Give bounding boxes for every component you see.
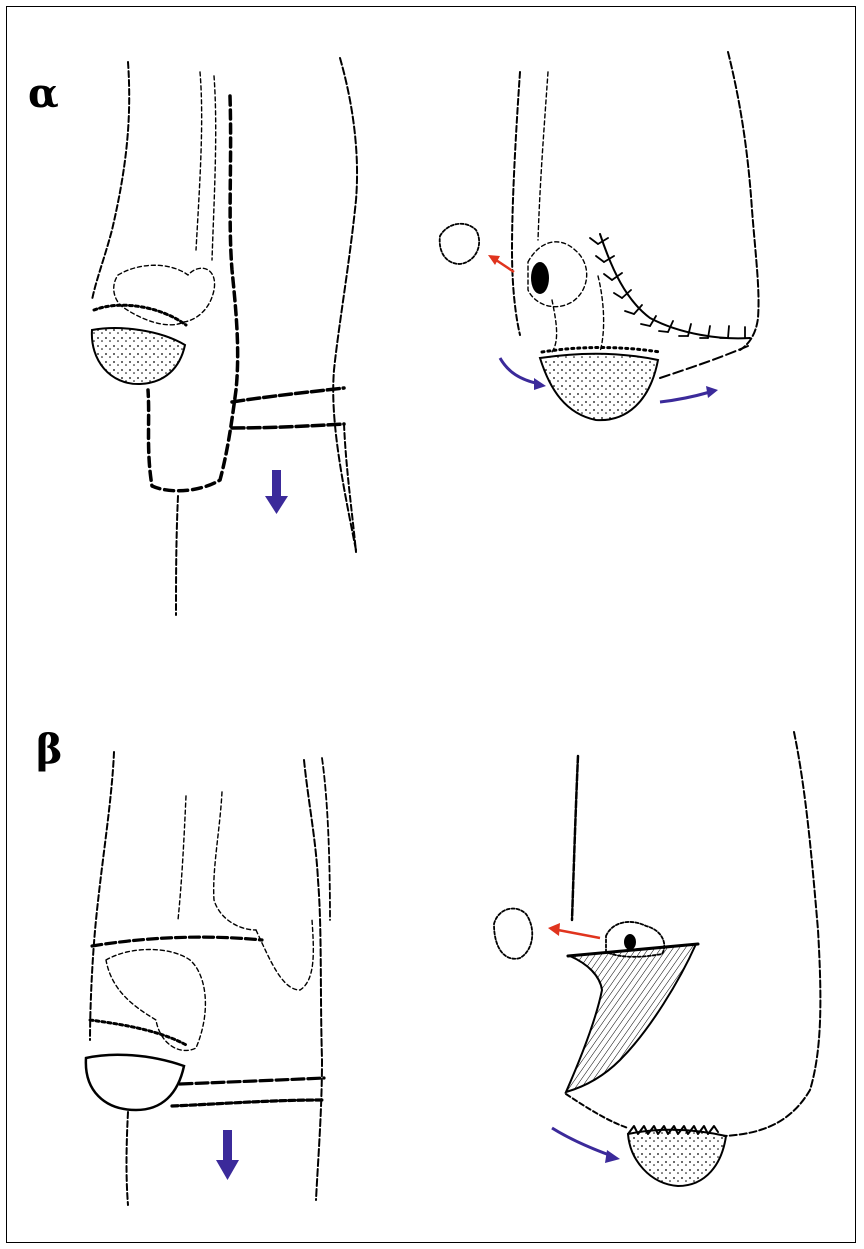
alpha-left-incision-line-2 xyxy=(232,424,344,428)
alpha-left-flap-outline xyxy=(148,96,238,491)
alpha-left-shaft-left xyxy=(176,496,178,615)
beta-left-glans xyxy=(86,1055,184,1110)
alpha-right-excision-arrow xyxy=(488,255,514,272)
alpha-left-inner-dashed-1 xyxy=(196,72,202,250)
beta-left-incision-lower-2 xyxy=(172,1100,322,1106)
beta-right-drawing xyxy=(494,732,820,1186)
alpha-left-hatch-band xyxy=(94,305,186,325)
alpha-right-drawing xyxy=(440,52,759,420)
beta-left-shaft-left xyxy=(127,1112,129,1205)
beta-right-glans-stipple xyxy=(628,1130,726,1186)
beta-right-contour-right xyxy=(724,732,820,1136)
alpha-right-glans-stipple xyxy=(540,354,658,420)
alpha-right-contour-right xyxy=(728,52,759,350)
beta-right-excised-tumor xyxy=(494,909,532,959)
beta-left-tumor-outline xyxy=(106,950,205,1051)
alpha-right-lower-edge xyxy=(660,346,748,378)
beta-left-contour-left xyxy=(90,752,114,1040)
beta-left-incision-lower-1 xyxy=(180,1078,324,1084)
alpha-left-down-arrow xyxy=(265,470,288,514)
beta-right-rotation-arrow xyxy=(552,1128,620,1163)
beta-right-contour-left xyxy=(572,756,578,920)
alpha-right-rotation-arrow-right xyxy=(660,386,718,402)
alpha-left-tumor-outline xyxy=(114,265,215,325)
beta-left-contour-right xyxy=(304,760,322,1200)
alpha-right-sutures xyxy=(590,238,745,338)
alpha-left-glans-stipple xyxy=(92,328,185,384)
alpha-left-incision-line-1 xyxy=(232,388,344,402)
beta-left-incision-upper xyxy=(92,937,262,946)
alpha-right-suture-line xyxy=(600,234,750,338)
beta-left-drawing xyxy=(86,752,330,1205)
beta-left-down-arrow xyxy=(216,1130,239,1180)
alpha-right-contour-left xyxy=(512,72,520,335)
alpha-right-rotation-arrow-left xyxy=(500,358,546,390)
beta-right-lower-left-edge xyxy=(566,1094,628,1128)
alpha-left-drawing xyxy=(92,58,357,615)
alpha-left-contour-right xyxy=(333,58,357,550)
alpha-left-shaft-right xyxy=(344,424,356,552)
alpha-right-tumor-core xyxy=(531,262,549,294)
beta-right-tumor-core xyxy=(624,934,636,950)
beta-right-hatched-flap xyxy=(566,944,696,1092)
alpha-left-contour-left xyxy=(92,62,129,300)
beta-right-excision-arrow xyxy=(548,923,600,938)
alpha-right-inner-dashed xyxy=(538,72,548,240)
alpha-right-excised-tumor xyxy=(440,224,479,264)
beta-left-inner-dashed xyxy=(178,796,186,920)
beta-left-hatch-band xyxy=(90,1020,188,1046)
